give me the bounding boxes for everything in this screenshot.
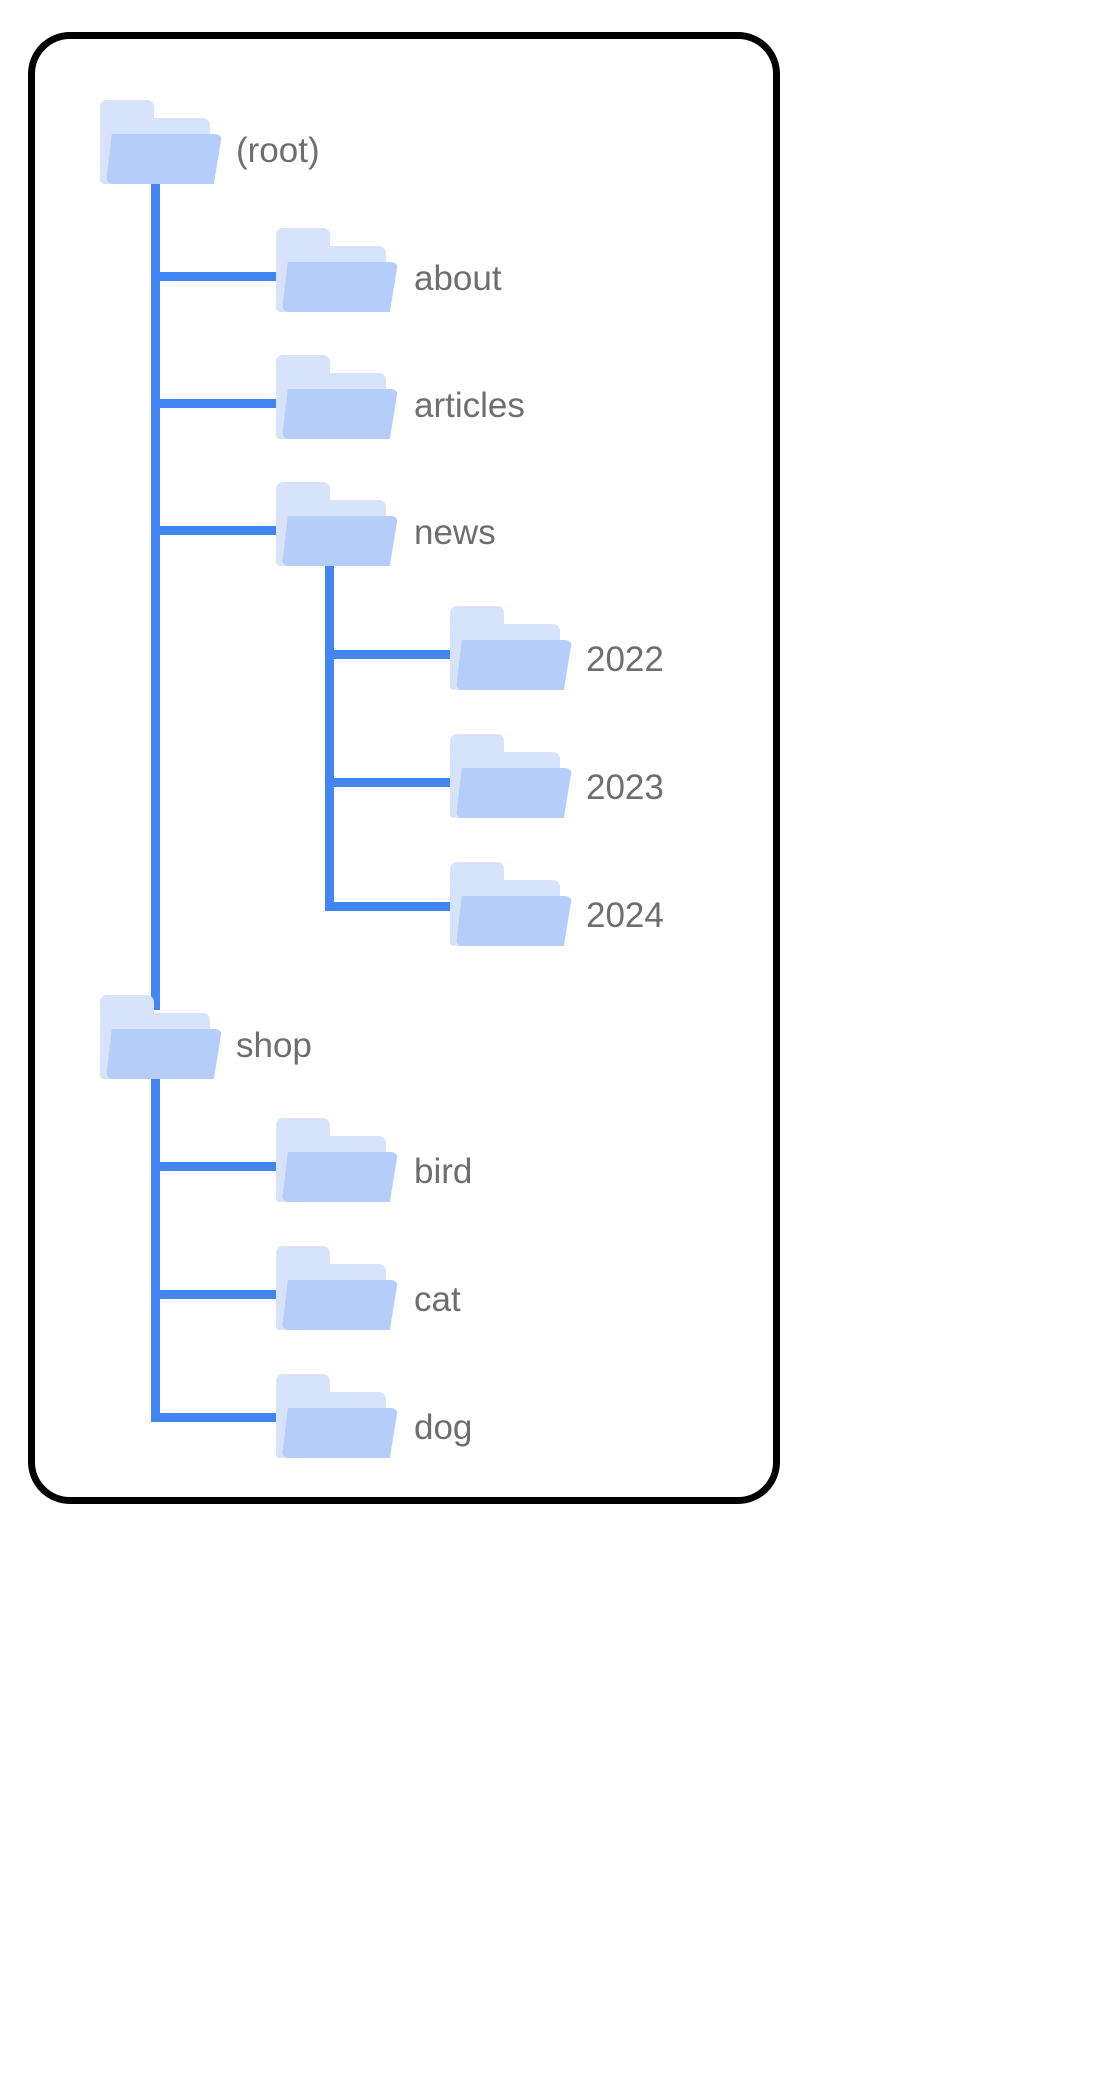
folder-front-flap bbox=[106, 134, 222, 184]
connector-shop-cat bbox=[151, 1290, 287, 1299]
connector-shop-bird bbox=[151, 1162, 287, 1171]
folder-front-flap bbox=[282, 389, 398, 439]
folder-icon-cat[interactable] bbox=[276, 1246, 398, 1330]
node-label-about: about bbox=[414, 259, 502, 298]
node-label-news: news bbox=[414, 513, 496, 552]
folder-icon-dog[interactable] bbox=[276, 1374, 398, 1458]
connector-shop-dog bbox=[151, 1413, 287, 1422]
folder-front-flap bbox=[282, 262, 398, 312]
node-label-bird: bird bbox=[414, 1152, 473, 1191]
connector-trunk-news bbox=[325, 553, 334, 911]
folder-front-flap bbox=[282, 516, 398, 566]
folder-icon-articles[interactable] bbox=[276, 355, 398, 439]
connector-trunk-root bbox=[151, 170, 160, 1010]
connector-root-about bbox=[151, 272, 287, 281]
folder-icon-bird[interactable] bbox=[276, 1118, 398, 1202]
node-label-news-2022: 2022 bbox=[586, 640, 664, 679]
folder-icon-about[interactable] bbox=[276, 228, 398, 312]
folder-front-flap bbox=[456, 640, 572, 690]
folder-icon-news-2023[interactable] bbox=[450, 734, 572, 818]
folder-icon-root[interactable] bbox=[100, 100, 222, 184]
folder-tab bbox=[276, 355, 330, 377]
folder-tab bbox=[276, 1374, 330, 1396]
connector-news-2023 bbox=[325, 778, 461, 787]
folder-tab bbox=[450, 734, 504, 756]
folder-front-flap bbox=[456, 896, 572, 946]
folder-front-flap bbox=[282, 1152, 398, 1202]
node-label-cat: cat bbox=[414, 1280, 461, 1319]
folder-tab bbox=[276, 482, 330, 504]
connector-root-news bbox=[151, 526, 287, 535]
folder-front-flap bbox=[456, 768, 572, 818]
folder-icon-shop[interactable] bbox=[100, 995, 222, 1079]
folder-front-flap bbox=[282, 1280, 398, 1330]
folder-front-flap bbox=[282, 1408, 398, 1458]
folder-tab bbox=[276, 228, 330, 250]
folder-icon-news[interactable] bbox=[276, 482, 398, 566]
connector-root-articles bbox=[151, 399, 287, 408]
connector-news-2022 bbox=[325, 650, 461, 659]
node-label-dog: dog bbox=[414, 1408, 473, 1447]
folder-tab bbox=[450, 606, 504, 628]
folder-front-flap bbox=[106, 1029, 222, 1079]
folder-tab bbox=[100, 100, 154, 122]
node-label-root: (root) bbox=[236, 131, 320, 170]
connector-trunk-shop bbox=[151, 1065, 160, 1418]
folder-icon-news-2024[interactable] bbox=[450, 862, 572, 946]
folder-icon-news-2022[interactable] bbox=[450, 606, 572, 690]
folder-tab bbox=[276, 1118, 330, 1140]
folder-tab bbox=[100, 995, 154, 1017]
folder-tab bbox=[276, 1246, 330, 1268]
node-label-news-2024: 2024 bbox=[586, 896, 664, 935]
node-label-shop: shop bbox=[236, 1026, 312, 1065]
node-label-news-2023: 2023 bbox=[586, 768, 664, 807]
connector-news-2024 bbox=[325, 902, 461, 911]
folder-tab bbox=[450, 862, 504, 884]
node-label-articles: articles bbox=[414, 386, 525, 425]
